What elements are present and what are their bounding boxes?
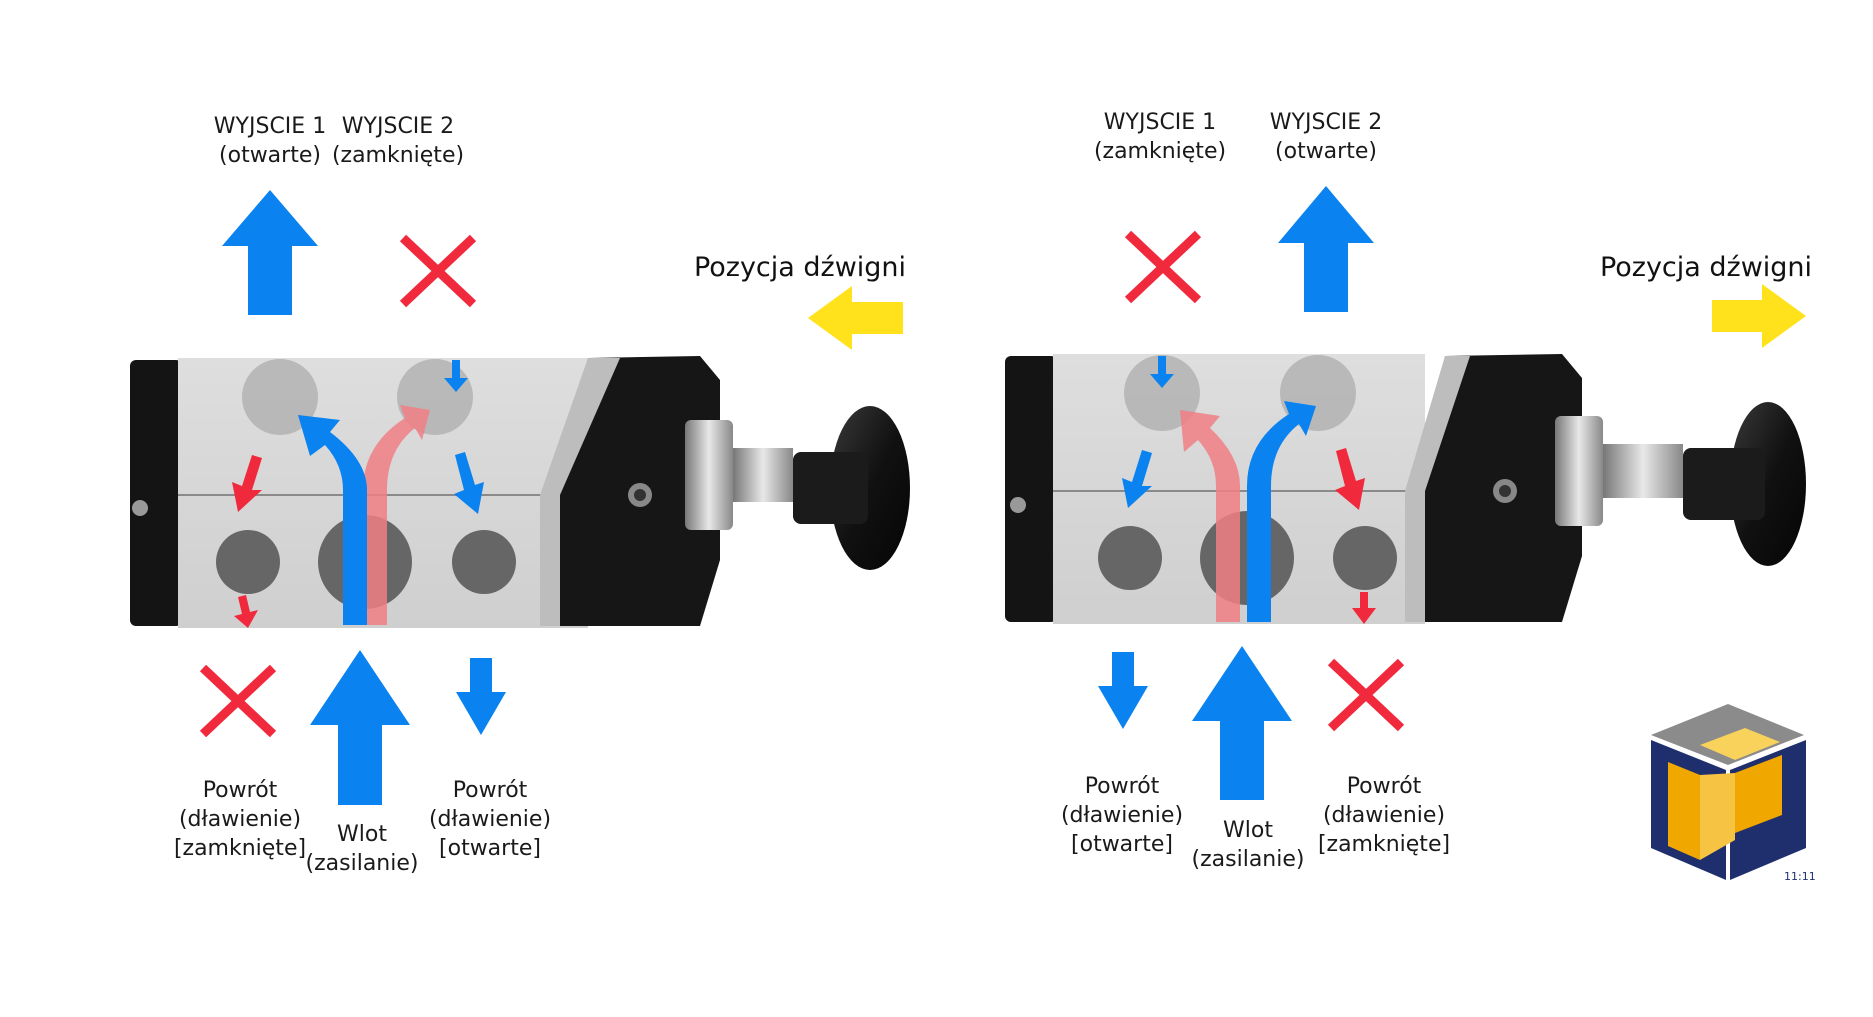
left-output1-label: WYJSCIE 1 (otwarte) xyxy=(213,114,327,168)
right-arrow-out2-up xyxy=(1278,186,1374,312)
left-flow-open xyxy=(298,415,367,625)
right-small-arrow-blue-2 xyxy=(1122,450,1152,508)
logo-cube-top xyxy=(1651,704,1804,765)
right-lever-label: Pozycja dźwigni xyxy=(1599,252,1813,283)
left-return-left-label: Powrót (dławienie) [zamknięte] xyxy=(173,778,307,861)
right-output2-label: WYJSCIE 2 (otwarte) xyxy=(1269,110,1383,164)
left-blocked-return-x xyxy=(199,664,277,738)
right-port-ret-right xyxy=(1333,526,1397,590)
left-port-ret-right xyxy=(452,530,516,594)
right-valve-knob xyxy=(1730,402,1806,566)
left-small-arrow-red-1 xyxy=(232,455,262,512)
left-small-arrow-red-2 xyxy=(234,595,258,628)
right-small-arrow-red-2 xyxy=(1352,592,1376,624)
left-arrow-return-down xyxy=(456,658,506,735)
left-blocked-out2-x xyxy=(399,234,477,308)
left-output2-label: WYJSCIE 2 (zamknięte) xyxy=(331,114,465,168)
left-port-ret-left xyxy=(216,530,280,594)
right-flow-faded xyxy=(1180,410,1240,622)
right-flow-open xyxy=(1247,401,1316,622)
right-port-ret-left xyxy=(1098,526,1162,590)
left-small-arrow-blue-2 xyxy=(454,452,484,514)
left-arrow-inlet-up xyxy=(310,650,410,805)
right-small-arrow-red-1 xyxy=(1335,448,1365,510)
left-valve-knob xyxy=(830,406,910,570)
left-valve xyxy=(130,190,910,805)
left-valve-nut xyxy=(685,420,733,530)
right-blocked-out1-x xyxy=(1124,230,1202,304)
right-blocked-return-x xyxy=(1327,658,1405,732)
right-valve xyxy=(1005,186,1806,800)
right-valve-endcap xyxy=(1005,356,1057,622)
right-return-left-label: Powrót (dławienie) [otwarte] xyxy=(1060,774,1184,857)
left-return-right-label: Powrót (dławienie) [otwarte] xyxy=(428,778,552,861)
logo-text: 11:11 xyxy=(1784,870,1816,883)
right-lever-arrow xyxy=(1712,284,1806,348)
left-lever-label: Pozycja dźwigni xyxy=(693,252,907,283)
right-valve-nut xyxy=(1555,416,1603,526)
left-arrow-out1-up xyxy=(222,190,318,315)
right-return-right-label: Powrót (dławienie) [zamknięte] xyxy=(1317,774,1451,857)
left-inlet-label: Wlot (zasilanie) xyxy=(305,822,419,876)
left-valve-endcap xyxy=(130,360,182,626)
logo: 11:11 xyxy=(1651,704,1816,883)
right-small-arrow-blue-1 xyxy=(1150,356,1174,388)
right-output1-label: WYJSCIE 1 (zamknięte) xyxy=(1093,110,1227,164)
right-inlet-label: Wlot (zasilanie) xyxy=(1191,818,1305,872)
right-arrow-inlet-up xyxy=(1192,646,1292,800)
right-arrow-return-down xyxy=(1098,652,1148,729)
left-small-arrow-blue-1 xyxy=(444,360,468,392)
left-lever-arrow xyxy=(808,286,903,350)
left-flow-faded xyxy=(363,405,430,625)
